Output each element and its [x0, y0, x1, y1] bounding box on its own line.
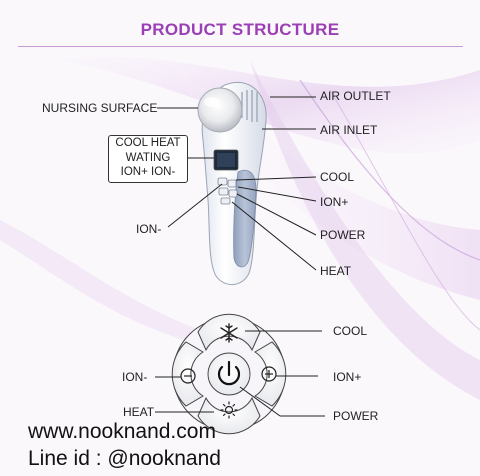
- label-nursing-surface: NURSING SURFACE: [42, 101, 158, 115]
- label-power: POWER: [320, 228, 366, 242]
- snowflake-icon: [220, 323, 238, 343]
- label-air-outlet: AIR OUTLET: [320, 89, 391, 103]
- panel-label-ion-minus: ION-: [122, 370, 148, 384]
- label-ion-plus: ION+: [320, 195, 349, 209]
- sun-icon: [220, 401, 238, 419]
- panel-label-cool: COOL: [333, 324, 368, 338]
- label-cool: COOL: [320, 170, 355, 184]
- display-line-3: ION+ ION-: [120, 166, 176, 178]
- line-id-text: Line id : @nooknand: [28, 447, 221, 470]
- power-icon: [217, 360, 241, 386]
- panel-label-ion-plus: ION+: [333, 370, 362, 384]
- display-line-1: COOL HEAT: [115, 137, 181, 149]
- panel-label-heat: HEAT: [123, 405, 155, 419]
- plus-icon: [261, 366, 277, 382]
- label-ion-minus: ION-: [136, 222, 162, 236]
- label-heat: HEAT: [320, 264, 352, 278]
- minus-icon: [180, 368, 196, 384]
- label-air-inlet: AIR INLET: [320, 123, 378, 137]
- page-title: PRODUCT STRUCTURE: [140, 20, 340, 39]
- panel-label-power: POWER: [333, 409, 379, 423]
- title-divider: [18, 46, 463, 47]
- display-modes-box: COOL HEAT WATING ION+ ION-: [108, 135, 188, 183]
- display-line-2: WATING: [125, 151, 171, 164]
- website-text: www.nooknand.com: [28, 420, 216, 443]
